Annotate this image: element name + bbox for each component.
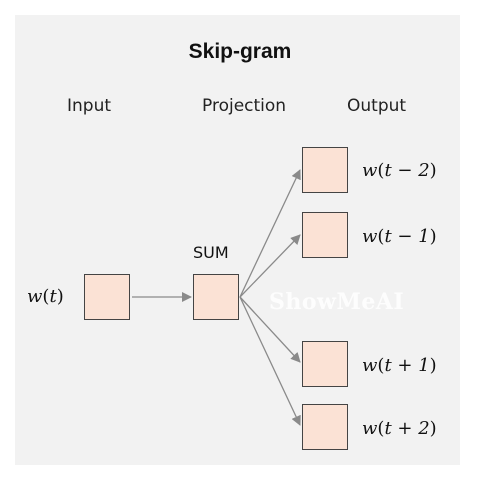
projection-node-box: [193, 274, 239, 320]
diagram-panel: [15, 15, 460, 465]
output-node-box-3: [302, 341, 348, 387]
arrow-projection-to-output-1: [239, 169, 301, 298]
output-column-label: Output: [347, 96, 407, 116]
output-node-label-3: w(t + 1): [362, 355, 437, 376]
watermark: ShowMeAI: [269, 289, 405, 315]
input-column-label: Input: [67, 96, 112, 116]
diagram-title: Skip-gram: [188, 40, 292, 63]
input-node-label: w(t): [27, 286, 64, 307]
output-node-box-4: [302, 404, 348, 450]
output-node-label-1: w(t − 2): [362, 160, 437, 181]
input-node-box: [84, 274, 130, 320]
output-node-box-2: [302, 212, 348, 258]
arrow-projection-to-output-4: [239, 296, 301, 426]
output-node-box-1: [302, 147, 348, 193]
bottom-strip: [0, 466, 480, 480]
projection-column-label: Projection: [202, 96, 287, 116]
output-node-label-2: w(t − 1): [362, 226, 437, 247]
arrow-projection-to-output-3: [239, 296, 301, 363]
projection-node-label: SUM: [193, 243, 229, 262]
output-node-label-4: w(t + 2): [362, 418, 437, 439]
arrow-projection-to-output-2: [239, 234, 301, 298]
